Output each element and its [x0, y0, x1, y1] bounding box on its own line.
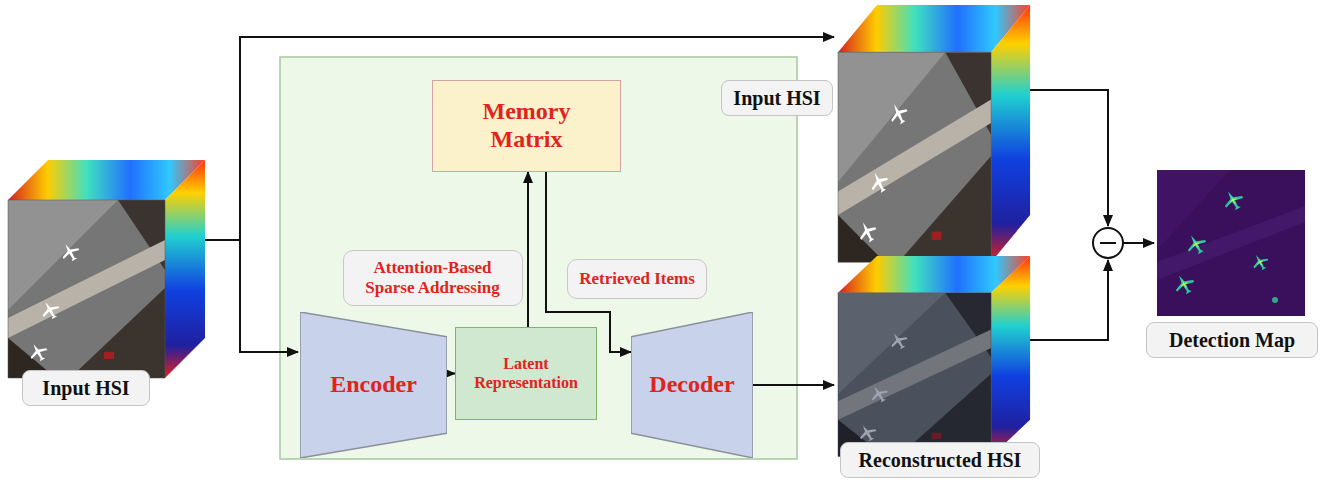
- encoder-block: Encoder: [300, 312, 447, 458]
- input-cube-copy: [838, 5, 1030, 262]
- latent-box: Latent Representation: [455, 327, 597, 420]
- caption-box: Reconstructed HSI: [840, 442, 1040, 478]
- node-text: Input HSI: [42, 377, 129, 400]
- caption-box: Detection Map: [1146, 322, 1318, 358]
- node-text: Detection Map: [1169, 329, 1295, 352]
- caption-box: Input HSI: [22, 370, 150, 406]
- flow-arrow: [447, 373, 455, 375]
- node-text: Latent Representation: [456, 355, 596, 392]
- detection-map-image: [1157, 170, 1305, 316]
- node-text: Reconstructed HSI: [859, 449, 1022, 472]
- node-text: Memory Matrix: [457, 98, 597, 153]
- node-text: Encoder: [330, 371, 417, 399]
- reconstructed-cube: [838, 256, 1030, 457]
- operation-label: Attention-Based Sparse Addressing: [343, 250, 523, 306]
- caption-box: Input HSI: [721, 80, 833, 116]
- flow-arrow: [527, 172, 529, 327]
- node-text: Retrieved Items: [579, 269, 695, 289]
- model-panel: [280, 57, 797, 459]
- node-text: Input HSI: [733, 87, 820, 110]
- node-text: Decoder: [649, 371, 734, 399]
- memory-box: Memory Matrix: [432, 80, 621, 172]
- operation-label: Retrieved Items: [567, 259, 707, 299]
- decoder-block: Decoder: [631, 312, 753, 458]
- node-text: Attention-Based Sparse Addressing: [353, 258, 513, 297]
- subtract-symbol: [1093, 228, 1123, 258]
- input-cube: [8, 160, 205, 378]
